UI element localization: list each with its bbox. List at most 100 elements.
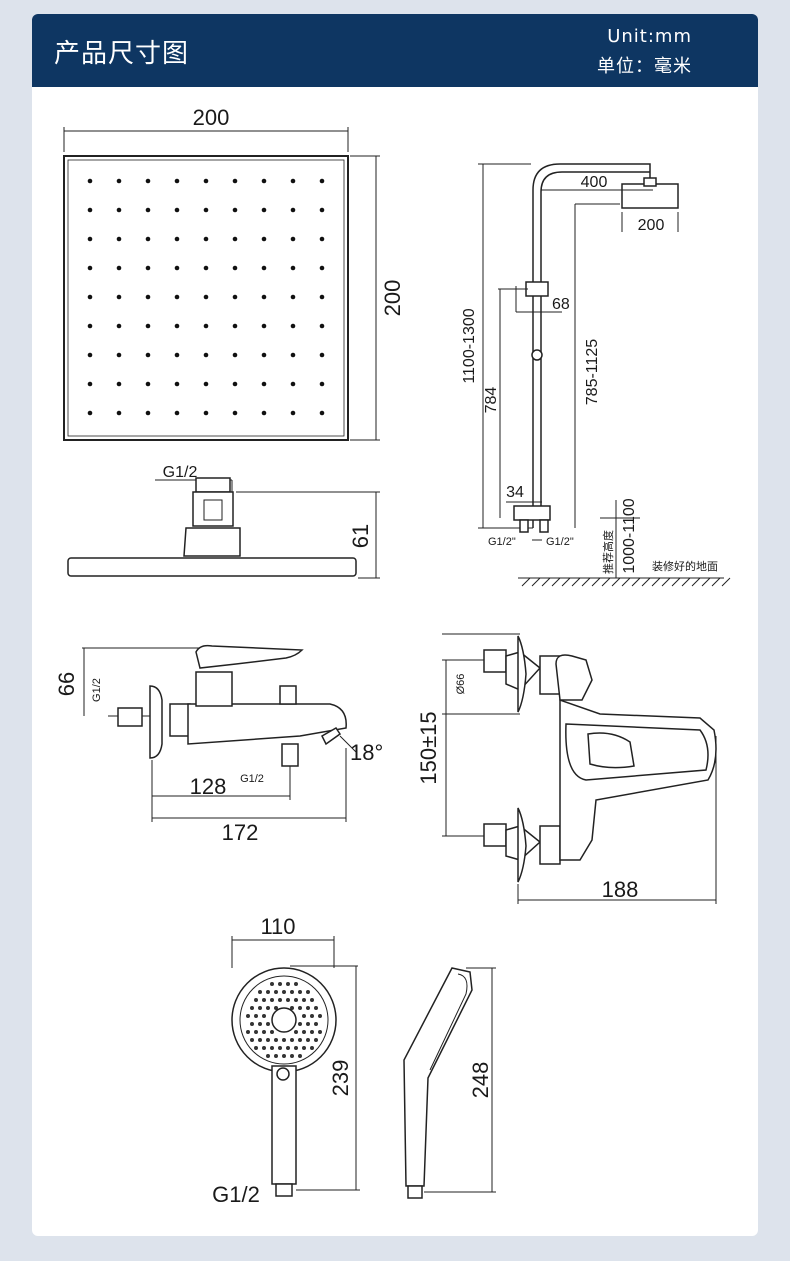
spray-dot — [254, 998, 258, 1002]
nozzle-dot — [116, 265, 122, 271]
nozzle-dot — [174, 323, 180, 329]
spray-dot — [266, 1006, 270, 1010]
spray-dot — [246, 1014, 250, 1018]
nozzle-dot — [319, 236, 325, 242]
spray-dot — [302, 1030, 306, 1034]
nozzle-dot — [116, 207, 122, 213]
nozzle-dot — [87, 381, 93, 387]
nozzle-dot — [290, 207, 296, 213]
spray-dot — [302, 1014, 306, 1018]
riser-system: 400 200 1100-1300 785-1125 68 784 34 — [461, 163, 731, 587]
nozzle-grid — [87, 178, 325, 416]
nozzle-dot — [232, 236, 238, 242]
nozzle-dot — [319, 207, 325, 213]
nozzle-dot — [145, 207, 151, 213]
spray-dot — [294, 982, 298, 986]
spray-dot — [258, 1006, 262, 1010]
spray-dot — [258, 1022, 262, 1026]
nozzle-dot — [174, 178, 180, 184]
nozzle-dot — [232, 294, 238, 300]
dimension-drawing: 200 200 G1/2 61 — [54, 105, 731, 1207]
hand-shower-front: 110 239 G1/2 — [212, 914, 360, 1207]
mixer-height-label: 66 — [54, 672, 79, 696]
recommended-height-label: 推荐高度 — [601, 530, 615, 574]
hand-length-label: 239 — [328, 1060, 353, 1097]
profile-height-label: 61 — [348, 524, 373, 548]
mixer-diameter-label: Ø66 — [455, 674, 467, 695]
spray-dot — [298, 990, 302, 994]
nozzle-dot — [174, 352, 180, 358]
spray-dot — [290, 1038, 294, 1042]
hand-head-width-label: 110 — [260, 914, 295, 939]
spray-dot — [278, 998, 282, 1002]
spray-dot — [266, 1054, 270, 1058]
riser-head-size-label: 200 — [638, 217, 665, 234]
hand-thread-label: G1/2 — [212, 1182, 260, 1207]
left-thread-label: G1/2" — [488, 536, 516, 548]
spray-dot — [290, 1054, 294, 1058]
head-thread-label: G1/2 — [163, 464, 198, 481]
nozzle-dot — [203, 352, 209, 358]
nozzle-dot — [145, 410, 151, 416]
nozzle-dot — [87, 178, 93, 184]
page-title: 产品尺寸图 — [54, 39, 190, 69]
nozzle-dot — [87, 207, 93, 213]
nozzle-dot — [174, 294, 180, 300]
spray-dot — [250, 1022, 254, 1026]
head-shower-top-view: 200 200 — [63, 105, 405, 441]
spray-dot — [270, 998, 274, 1002]
nozzle-dot — [203, 178, 209, 184]
bracket-label: 68 — [552, 296, 570, 313]
spray-dot — [250, 1006, 254, 1010]
nozzle-dot — [87, 352, 93, 358]
nozzle-dot — [116, 236, 122, 242]
spray-dot — [262, 998, 266, 1002]
spray-dot — [294, 1046, 298, 1050]
nozzle-dot — [319, 294, 325, 300]
nozzle-dot — [174, 410, 180, 416]
nozzle-dot — [174, 236, 180, 242]
spray-dot — [302, 1046, 306, 1050]
head-width-label: 200 — [193, 105, 230, 130]
spray-dot — [302, 998, 306, 1002]
spray-dot — [266, 1022, 270, 1026]
nozzle-dot — [116, 178, 122, 184]
nozzle-dot — [261, 178, 267, 184]
recommended-range-label: 1000-1100 — [621, 498, 638, 573]
nozzle-dot — [232, 410, 238, 416]
inner-height-label: 784 — [483, 387, 500, 414]
spray-dot — [246, 1030, 250, 1034]
nozzle-dot — [174, 207, 180, 213]
nozzle-dot — [203, 236, 209, 242]
spray-dot — [310, 1046, 314, 1050]
spray-dot — [258, 990, 262, 994]
mixer-width-label: 188 — [602, 877, 639, 902]
spray-dot — [274, 1006, 278, 1010]
nozzle-dot — [87, 294, 93, 300]
spray-dot — [254, 1046, 258, 1050]
nozzle-dot — [203, 410, 209, 416]
spray-dot — [254, 1014, 258, 1018]
spray-dot — [298, 1038, 302, 1042]
body-to-top-label: 785-1125 — [584, 339, 601, 406]
spray-dot — [282, 1054, 286, 1058]
nozzle-dot — [319, 323, 325, 329]
spray-dot — [310, 998, 314, 1002]
spray-dot — [282, 990, 286, 994]
nozzle-dot — [145, 178, 151, 184]
nozzle-dot — [232, 178, 238, 184]
unit-label-cn: 单位：毫米 — [597, 56, 692, 77]
spray-dot — [310, 1014, 314, 1018]
spray-dot — [274, 1054, 278, 1058]
floor-label: 装修好的地面 — [652, 559, 718, 573]
nozzle-dot — [116, 294, 122, 300]
nozzle-dot — [116, 323, 122, 329]
nozzle-dot — [290, 410, 296, 416]
right-thread-label: G1/2" — [546, 536, 574, 548]
nozzle-dot — [87, 410, 93, 416]
nozzle-dot — [319, 410, 325, 416]
nozzle-dot — [87, 323, 93, 329]
nozzle-dot — [290, 352, 296, 358]
mixer-total-length-label: 172 — [222, 820, 259, 845]
spray-dot — [298, 1006, 302, 1010]
